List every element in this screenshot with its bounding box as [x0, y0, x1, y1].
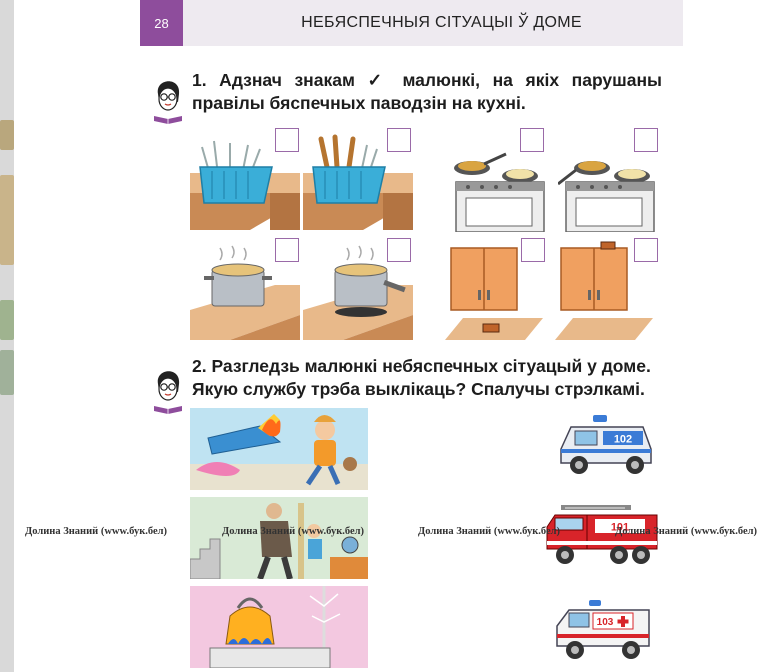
pot-counter-picture: [190, 245, 300, 340]
cutlery-holder-picture: [190, 140, 300, 230]
task2-instruction: 2. Разгледзь малюнкі небяспечных сітуацы…: [192, 355, 662, 401]
watermark-text: Долина Знаний (www.бук.бел): [25, 526, 168, 537]
task1-checkbox[interactable]: [387, 238, 411, 262]
task1-line2: правілы бяспечных паводзін на кухні.: [192, 93, 526, 113]
fire-truck-picture: 101: [546, 505, 658, 564]
task2-line2: Якую службу трэба выклікаць? Спалучы стр…: [192, 379, 645, 399]
police-number: 102: [614, 434, 632, 446]
task1-line1: 1. Адзнач знакам ✓ малюнкі, на якіх пару…: [192, 70, 662, 90]
ambulance-picture: 103: [556, 600, 650, 659]
kettle-gas-picture: [190, 586, 368, 668]
stove-pans-picture: [454, 152, 545, 232]
pot-handle-out-picture: [303, 245, 413, 340]
teacher-avatar-icon: [154, 371, 182, 414]
task1-checkbox[interactable]: [387, 128, 411, 152]
task1-checkbox[interactable]: [634, 128, 658, 152]
watermark-text: Долина Знаний (www.бук.бел): [418, 526, 561, 537]
task1-checkbox[interactable]: [521, 238, 545, 262]
watermark-text: Долина Знаний (www.бук.бел): [222, 526, 365, 537]
burglar-door-picture: [190, 497, 368, 579]
page-header: 28 НЕБЯСПЕЧНЫЯ СІТУАЦЫІ Ў ДОМЕ: [140, 0, 683, 46]
teacher-avatar-icon: [154, 81, 182, 124]
task1-checkbox[interactable]: [520, 128, 544, 152]
cupboard-matches-picture: [445, 247, 543, 340]
page-number: 28: [140, 0, 183, 46]
iron-fire-picture: [190, 408, 368, 490]
watermark-text: Долина Знаний (www.бук.бел): [615, 526, 758, 537]
stove-pans-handle-out-picture: [558, 161, 655, 232]
task1-instruction: 1. Адзнач знакам ✓ малюнкі, на якіх пару…: [192, 69, 662, 115]
adjacent-page-edge: [0, 0, 14, 672]
task2-line1: 2. Разгледзь малюнкі небяспечных сітуацы…: [192, 356, 651, 376]
task1-checkbox[interactable]: [275, 128, 299, 152]
fire-number: 101: [611, 522, 629, 534]
task1-checkbox[interactable]: [275, 238, 299, 262]
cutlery-knives-picture: [303, 134, 413, 230]
page-title: НЕБЯСПЕЧНЫЯ СІТУАЦЫІ Ў ДОМЕ: [301, 14, 582, 31]
police-car-picture: 102: [560, 415, 652, 474]
task1-checkbox[interactable]: [634, 238, 658, 262]
ambulance-number: 103: [597, 617, 614, 628]
cupboard-matches-on-top-picture: [555, 241, 653, 340]
